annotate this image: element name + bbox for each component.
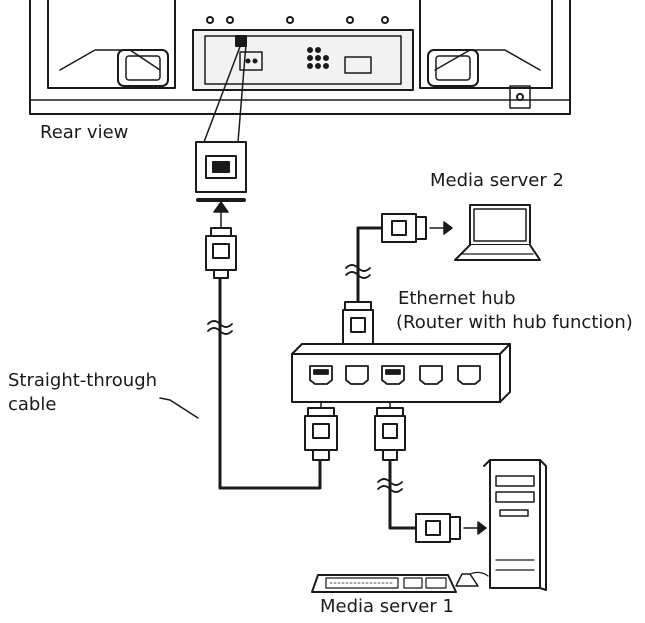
laptop-icon [454,204,541,261]
connector-hub-port-1 [304,407,338,461]
ethernet-hub-label: Ethernet hub [398,288,516,309]
rear-view-label: Rear view [40,122,129,143]
tv-rear-panel [29,0,571,115]
connector-hub-port-3 [374,407,406,461]
connector-tv-side [205,227,237,279]
connector-media-server-1 [415,513,461,543]
hub-port-4 [419,365,443,385]
cable-break-marks [207,264,403,493]
arrow-to-media-server-1 [463,521,487,535]
hub-ports [309,365,481,385]
desktop-tower-icon [483,459,547,591]
media-server-2-label: Media server 2 [430,170,564,191]
straight-through-label: Straight-through [8,370,158,391]
hub-port-2 [345,365,369,385]
cable-to-media-server-2 [356,226,384,304]
cable-to-media-server-1 [388,460,418,530]
cable-label: cable [8,394,57,415]
connector-media-server-2 [381,213,427,243]
hub-port-1 [309,365,333,385]
hub-port-5 [457,365,481,385]
straight-through-cable [218,276,322,490]
tv-lan-port [195,43,247,202]
hub-port-3 [381,365,405,385]
arrow-into-tv-port [213,201,229,229]
arrow-to-media-server-2 [429,221,453,235]
mouse-icon [455,571,489,587]
media-server-1-label: Media server 1 [320,596,454,617]
router-note-label: (Router with hub function) [396,312,633,333]
cable-pointer-line [159,397,199,419]
keyboard-icon [311,574,457,593]
